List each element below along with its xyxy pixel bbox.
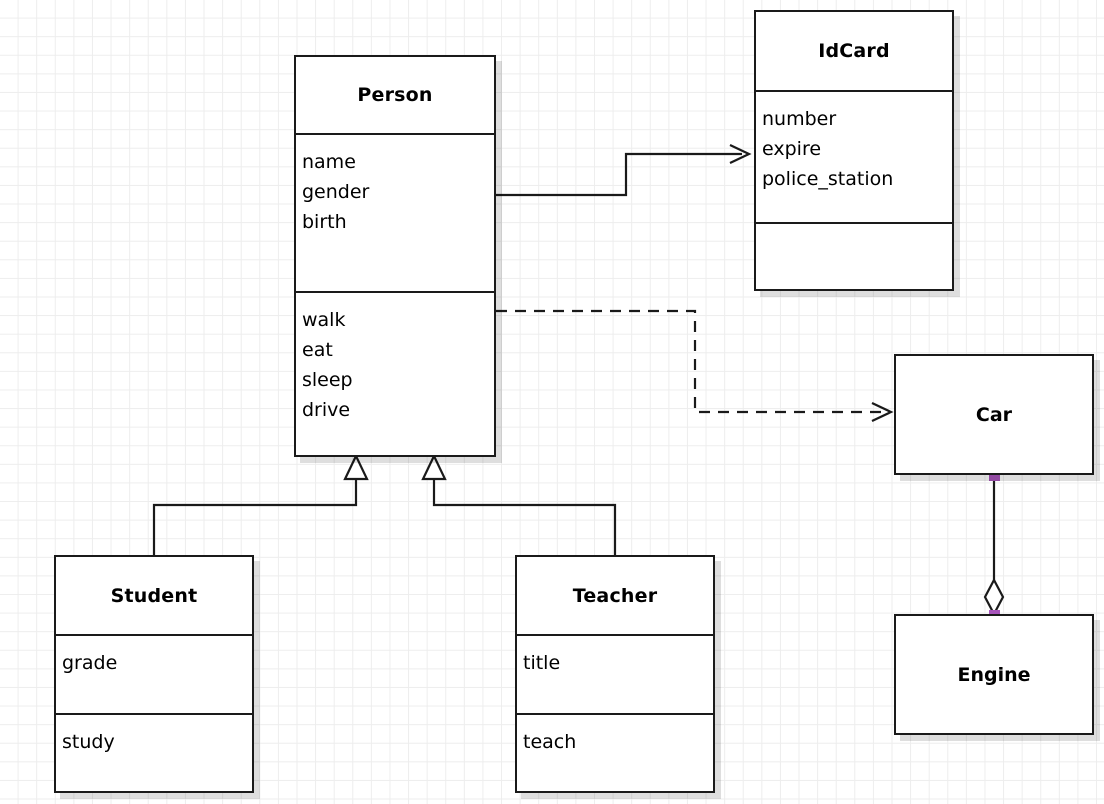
hollow-triangle-icon [343,453,369,481]
operation-item: eat [302,339,333,361]
class-name-engine: Engine [957,663,1031,686]
open-arrowhead-icon [729,144,752,164]
edge-person-idcard[interactable] [496,144,752,197]
class-name-person: Person [357,84,433,106]
class-name-idcard: IdCard [818,40,890,62]
attribute-item: name [302,151,356,173]
class-box-idcard[interactable]: IdCard number expire police_station [754,10,954,291]
class-box-car[interactable]: Car [894,354,1094,475]
open-arrowhead-icon [871,402,894,422]
operations-teacher: teach [517,713,713,791]
edge-person-car[interactable] [496,309,894,422]
operation-item: walk [302,309,346,331]
attributes-student: grade [56,634,252,713]
attributes-idcard: number expire police_station [756,90,952,222]
hollow-triangle-icon [421,453,447,481]
hollow-diamond-icon [983,577,1005,617]
operation-item: sleep [302,369,353,391]
class-box-student[interactable]: Student grade study [54,555,254,793]
operations-person: walk eat sleep drive [296,291,494,455]
link-handle-car-end[interactable] [989,470,1000,481]
class-name-teacher: Teacher [572,584,658,607]
attributes-person: name gender birth [296,133,494,291]
operation-item: teach [523,731,577,753]
attribute-item: expire [762,138,822,160]
operations-student: study [56,713,252,791]
attribute-item: title [523,652,561,674]
class-box-person[interactable]: Person name gender birth walk eat sleep … [294,55,496,457]
operations-idcard [756,222,952,289]
attribute-item: gender [302,181,370,203]
edge-student-person[interactable] [152,453,369,555]
attribute-item: birth [302,211,347,233]
edge-car-engine[interactable] [983,475,1005,617]
attribute-item: number [762,108,837,130]
class-box-teacher[interactable]: Teacher title teach [515,555,715,793]
attribute-item: police_station [762,168,894,190]
class-box-engine[interactable]: Engine [894,614,1094,735]
class-name-student: Student [110,584,198,607]
attribute-item: grade [62,652,118,674]
operation-item: study [62,731,115,753]
operation-item: drive [302,399,351,421]
class-name-car: Car [975,403,1013,426]
edge-teacher-person[interactable] [421,453,617,555]
attributes-teacher: title [517,634,713,713]
